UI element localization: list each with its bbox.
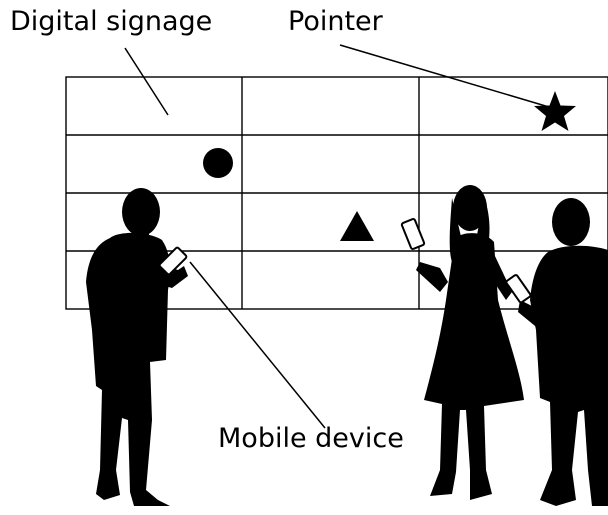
head [552, 198, 590, 246]
leader-lines [124, 44, 550, 429]
mobile-device-icon [400, 218, 426, 250]
head [453, 185, 487, 231]
pointer-leader-line [339, 44, 550, 108]
pointer-label: Pointer [288, 6, 383, 37]
triangle-marker [340, 211, 374, 241]
person-silhouette-left [86, 188, 188, 506]
digital-signage-label: Digital signage [10, 6, 213, 37]
mobile-device-label: Mobile device [218, 423, 404, 454]
person-silhouette-middle [416, 185, 524, 500]
mobile-device-icon [505, 274, 532, 304]
mobile-leader-line [189, 261, 326, 429]
signage-leader-line [124, 47, 169, 116]
star-pointer-icon [534, 91, 576, 131]
head [122, 188, 160, 236]
circle-marker [203, 148, 233, 178]
person-silhouette-right [518, 198, 608, 506]
mobile-device-icon [158, 246, 188, 276]
